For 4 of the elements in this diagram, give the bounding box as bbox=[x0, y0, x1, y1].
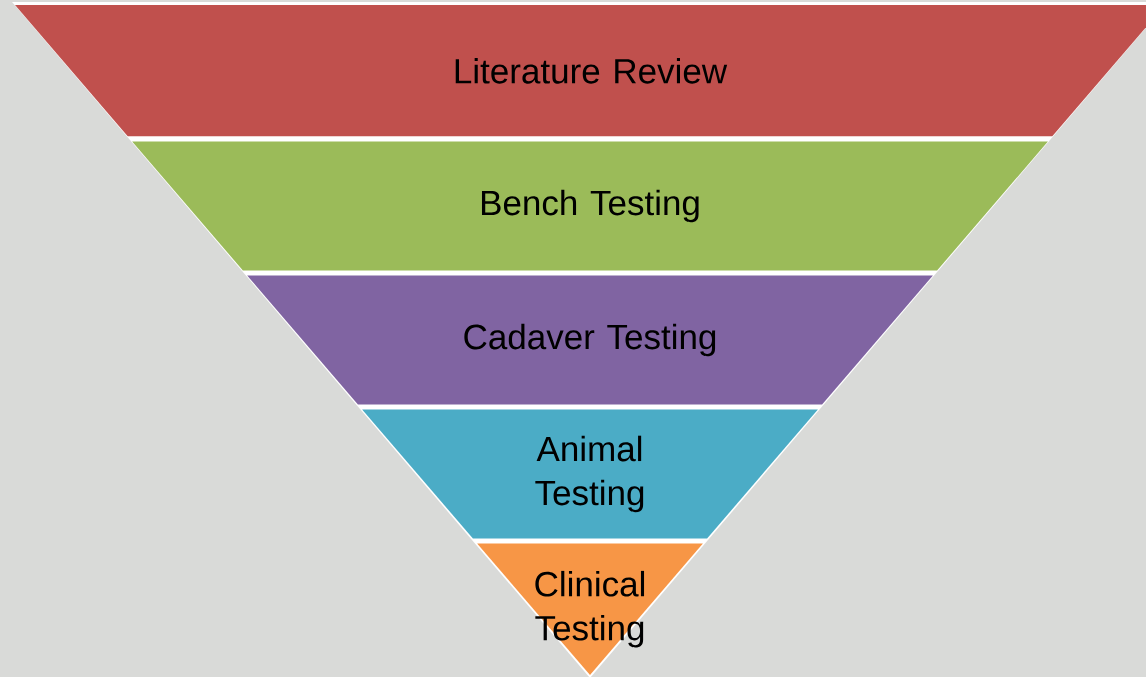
funnel-band: Cadaver Testing bbox=[247, 275, 933, 405]
funnel-band: Literature Review bbox=[15, 5, 1146, 137]
funnel-band: Animal Testing bbox=[362, 409, 818, 539]
funnel-band: Bench Testing bbox=[132, 141, 1048, 271]
